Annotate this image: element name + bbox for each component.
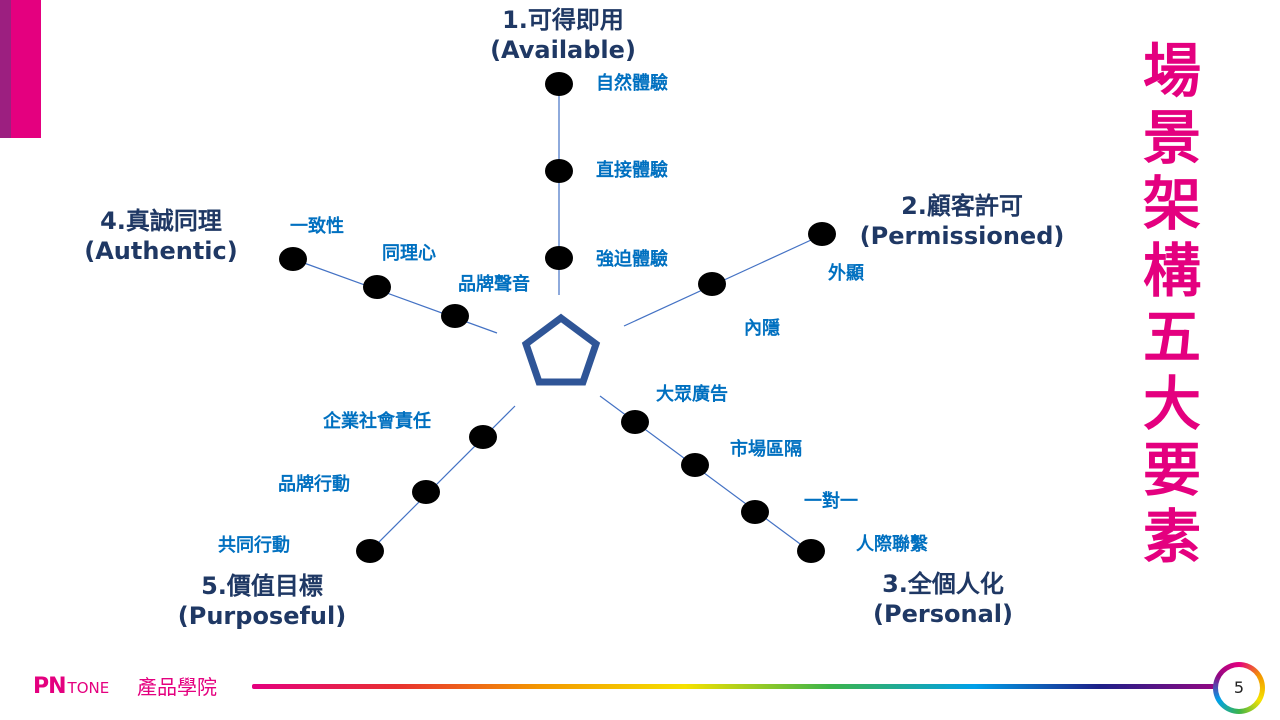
branch-title-purposeful: 5.價值目標 (Purposeful) [172,571,352,631]
label-natural-experience: 自然體驗 [596,73,668,94]
page-number: 5 [1218,667,1260,709]
label-mass-advertising: 大眾廣告 [656,384,728,405]
dot-empathy [363,275,391,299]
branch-title-en: (Available) [490,36,636,64]
branch-title-en: (Purposeful) [177,602,347,630]
label-implicit: 內隱 [744,318,780,339]
dot-joint-action [356,539,384,563]
label-consistency: 一致性 [290,216,344,237]
label-brand-voice: 品牌聲音 [458,274,530,295]
dot-consistency [279,247,307,271]
branch-title-en: (Personal) [873,600,1013,628]
heading-char: 五 [1142,303,1201,371]
label-forced-experience: 強迫體驗 [596,249,668,270]
corner-accent-bar [0,0,41,138]
label-market-segmentation: 市場區隔 [730,439,802,460]
dot-explicit [698,272,726,296]
branch-title-authentic: 4.真誠同理 (Authentic) [80,206,242,266]
logo-sub: TONE [67,679,110,697]
branch-title-zh: 5.價值目標 [201,572,323,600]
branch-title-available: 1.可得即用 (Available) [488,5,638,65]
label-csr: 企業社會責任 [323,411,431,432]
branch-title-zh: 3.全個人化 [882,570,1004,598]
center-pentagon [521,313,601,386]
label-direct-experience: 直接體驗 [596,160,668,181]
dot-one-to-one [741,500,769,524]
heading-char: 大 [1142,369,1201,438]
branch-title-en: (Permissioned) [859,222,1065,250]
heading-char: 景 [1142,103,1201,172]
dot-direct-experience [545,159,573,183]
heading-char: 場 [1142,37,1201,105]
dot-interpersonal-connection [797,539,825,563]
dot-csr [469,425,497,449]
heading-char: 要 [1142,436,1201,504]
label-brand-action: 品牌行動 [278,474,350,495]
branch-title-personal: 3.全個人化 (Personal) [866,569,1020,629]
label-interpersonal-connection: 人際聯繫 [856,534,928,555]
branch-title-zh: 2.顧客許可 [901,192,1023,220]
dot-brand-action [412,480,440,504]
label-one-to-one: 一對一 [804,491,858,512]
branch-title-permissioned: 2.顧客許可 (Permissioned) [858,191,1066,251]
branch-title-zh: 1.可得即用 [502,6,624,34]
label-joint-action: 共同行動 [218,535,290,556]
dot-mass-advertising [621,410,649,434]
heading-char: 構 [1142,236,1201,305]
rainbow-divider [252,684,1215,689]
branch-title-zh: 4.真誠同理 [100,207,222,235]
heading-char: 素 [1142,502,1201,571]
dot-market-segmentation [681,453,709,477]
heading-char: 架 [1142,170,1201,238]
dot-brand-voice [441,304,469,328]
branch-title-en: (Authentic) [84,237,238,265]
academy-name: 產品學院 [137,675,217,699]
label-empathy: 同理心 [382,243,436,264]
dot-permissioned-endpoint [808,222,836,246]
label-explicit: 外顯 [828,263,864,284]
vertical-heading: 場 景 架 構 五 大 要 素 [1140,38,1204,570]
page-number-badge: 5 [1213,662,1265,714]
dot-forced-experience [545,246,573,270]
dot-natural-experience [545,72,573,96]
